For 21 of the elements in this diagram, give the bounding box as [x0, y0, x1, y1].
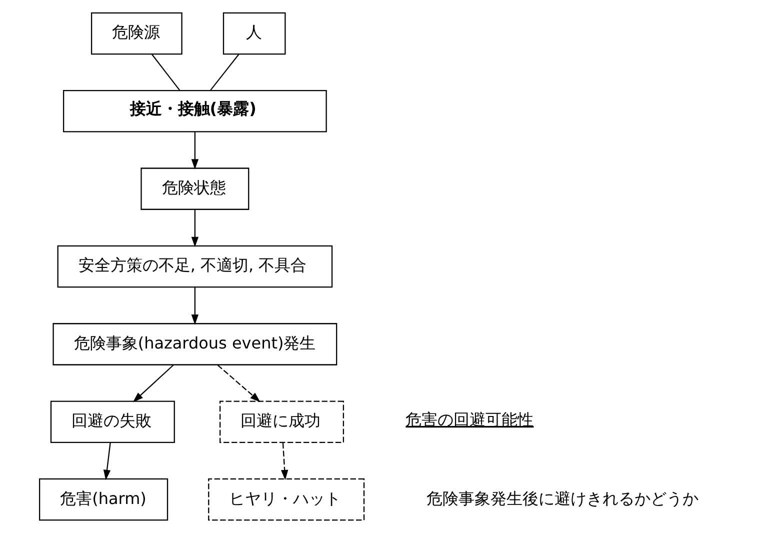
arrow — [191, 132, 199, 170]
node-box: 接近・接触(暴露) — [63, 90, 327, 132]
node-box: 危険源 — [90, 12, 182, 55]
node-box: 人 — [222, 12, 286, 55]
node-box: ヒヤリ・ハット — [208, 478, 365, 521]
node-box: 危険状態 — [140, 168, 250, 210]
connector — [152, 54, 180, 90]
label: 危険事象発生後に避けきれるかどうか — [426, 488, 698, 508]
arrow — [191, 210, 199, 248]
node-box: 安全方策の不足, 不適切, 不具合 — [57, 245, 333, 288]
arrow — [281, 442, 288, 480]
node-box: 危害(harm) — [39, 478, 168, 521]
label: 危害の回避可能性 — [406, 410, 534, 429]
node-box: 回避に成功 — [220, 400, 344, 443]
arrow — [217, 364, 260, 402]
arrow — [103, 442, 111, 480]
connector — [210, 54, 240, 90]
arrow — [132, 364, 174, 402]
arrow — [191, 287, 199, 325]
node-box: 危険事象(hazardous event)発生 — [52, 323, 338, 366]
node-box: 回避の失敗 — [50, 400, 175, 443]
